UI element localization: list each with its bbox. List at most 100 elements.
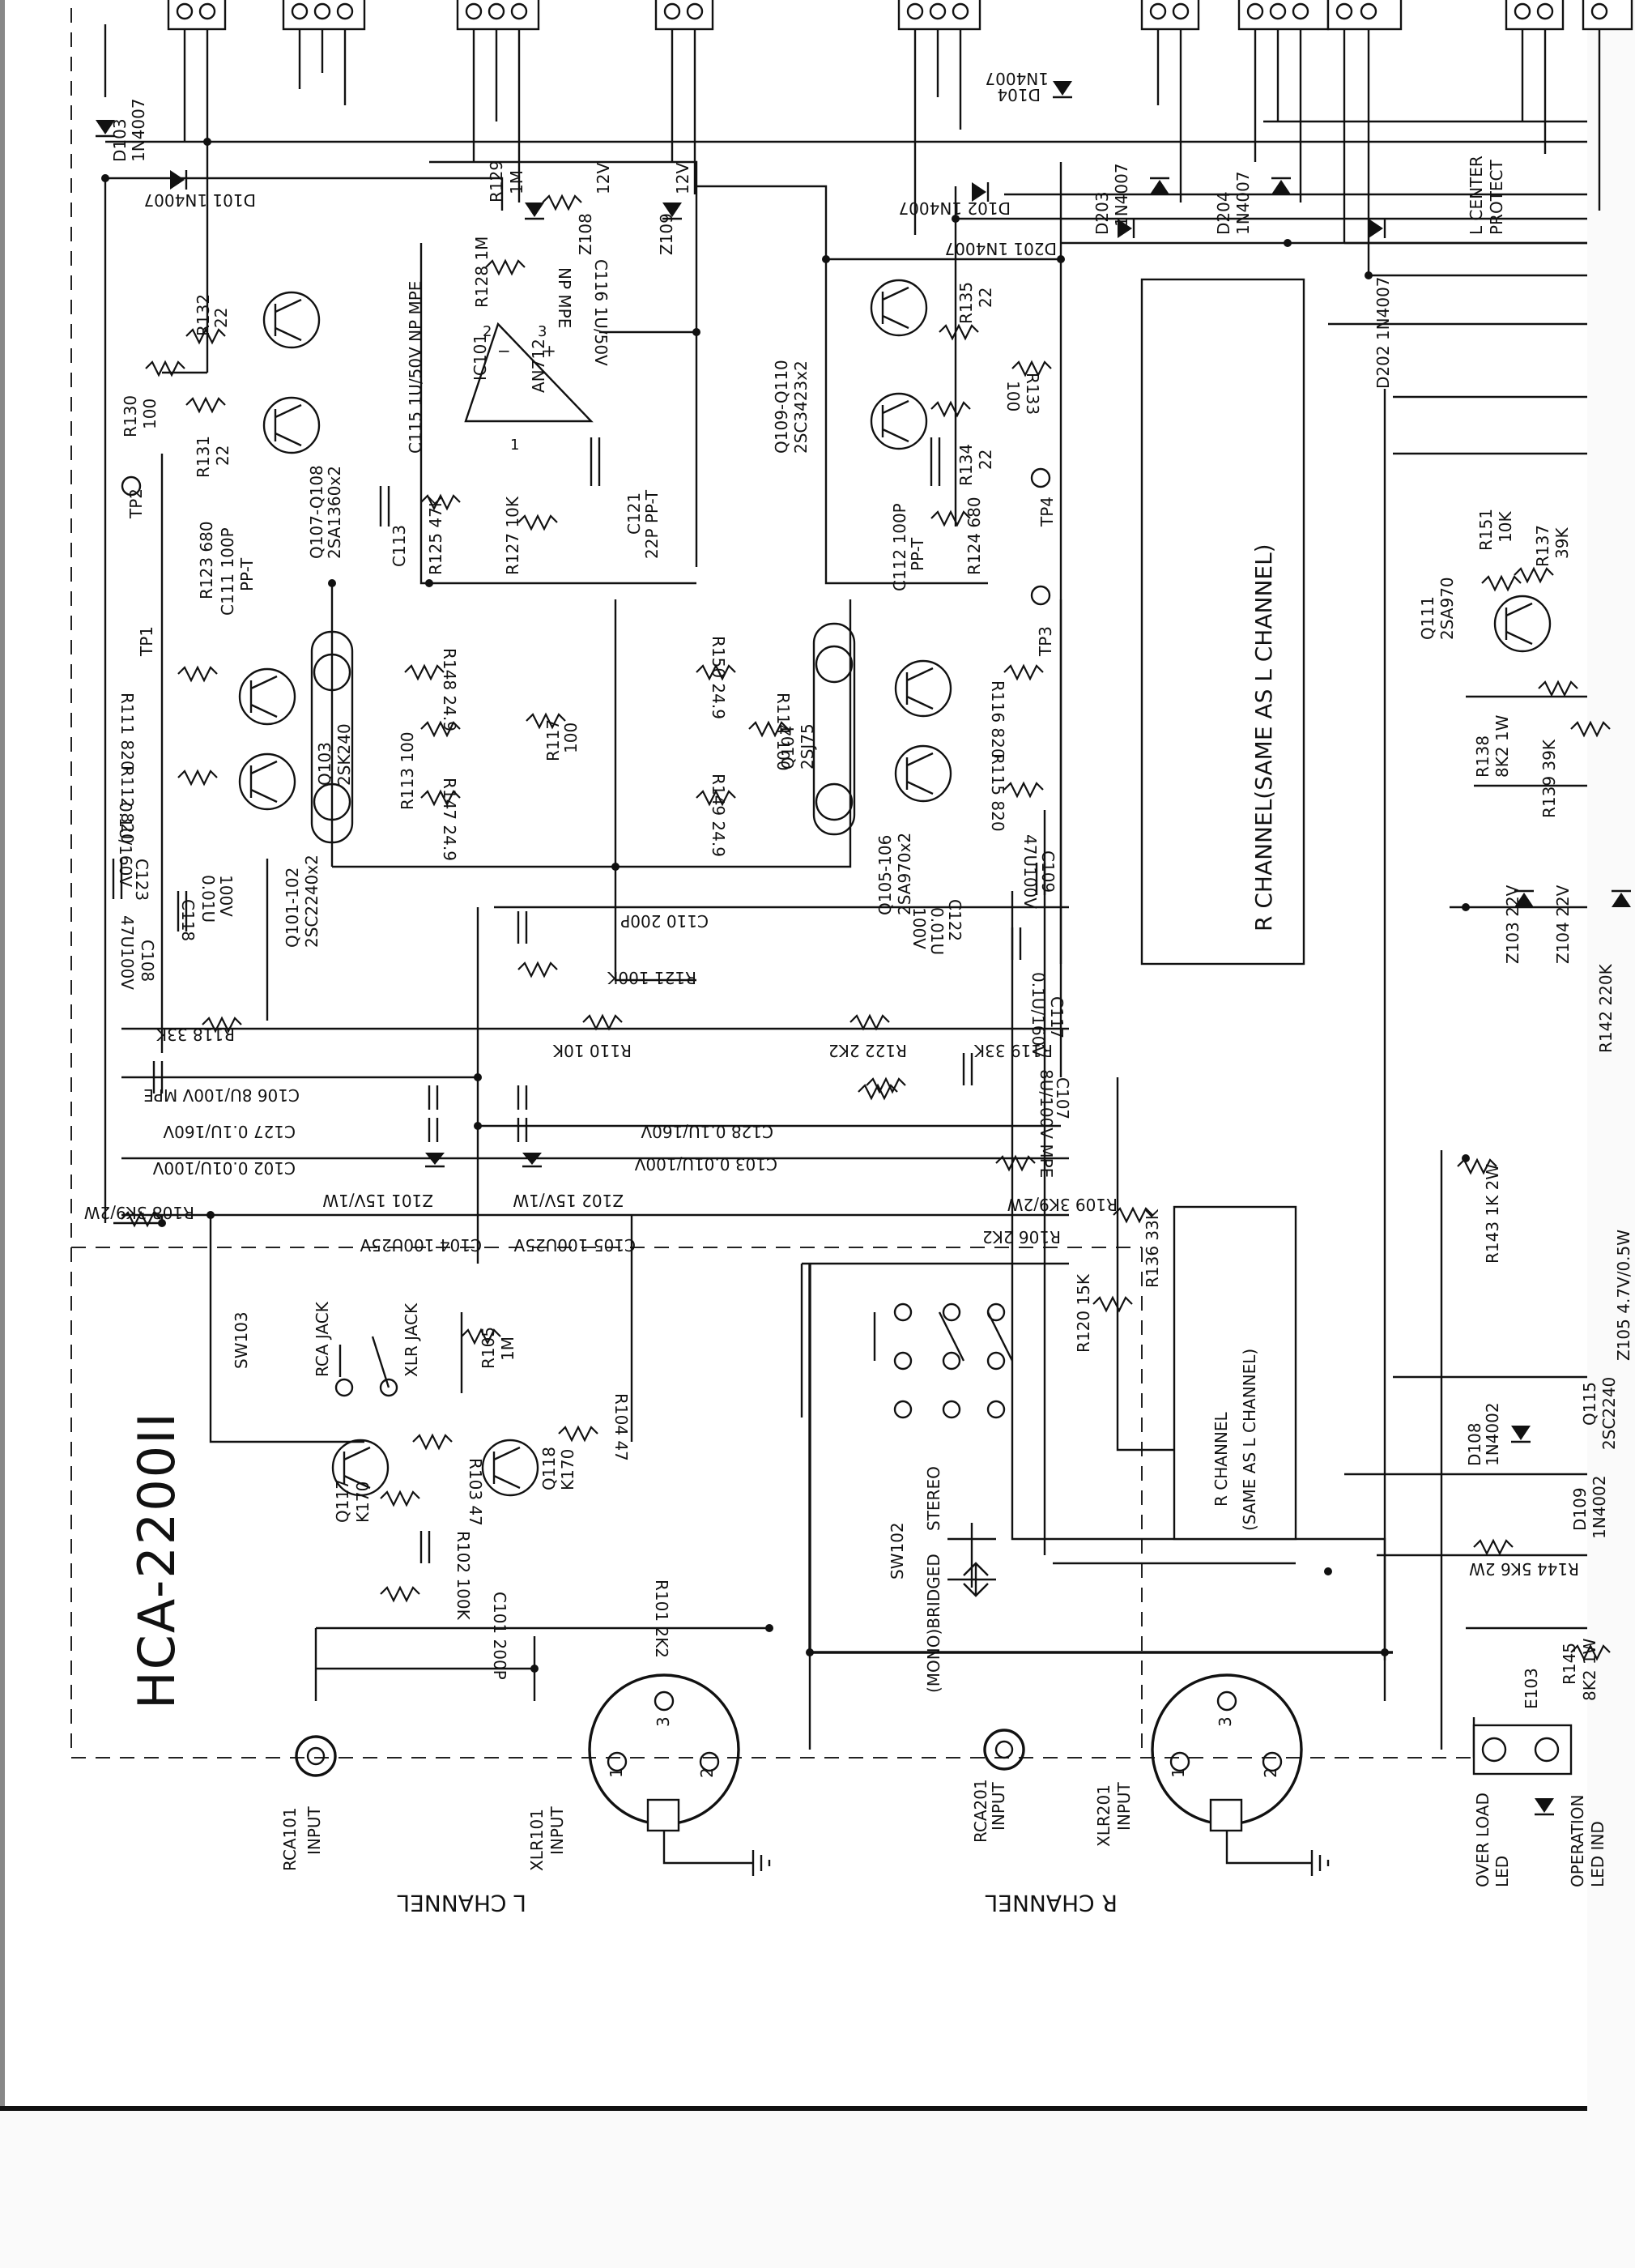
r112-label: R112 820 (117, 765, 137, 844)
r138-label: R138 (1473, 735, 1492, 778)
rca201-label: RCA201 (971, 1779, 990, 1843)
ic-plus: + (543, 341, 556, 360)
q103-label: Q103 (315, 742, 334, 786)
transistor-symbols (238, 279, 1552, 1497)
r151-value: 10K (1496, 511, 1515, 543)
r115-label: R115 820 (988, 753, 1007, 832)
rca101-label: RCA101 (280, 1807, 300, 1871)
opamp-symbol (464, 322, 594, 423)
z108-label: Z108 (576, 213, 595, 255)
junctions (101, 138, 1470, 1673)
r130-value: 100 (140, 399, 160, 429)
q109-q110-label: Q109-Q110 (772, 360, 791, 454)
c116-label: C116 1U/50V (591, 259, 611, 366)
q118-part: K170 (558, 1449, 577, 1490)
z108-value: 12V (594, 163, 613, 194)
l-channel-label: L CHANNEL (397, 1890, 526, 1916)
input-connectors (295, 1673, 1573, 1876)
np-mpe-label: NP MPE (555, 267, 574, 328)
c105-label: C105 100U25V (513, 1235, 636, 1255)
r148-label: R148 24.9 (440, 648, 459, 731)
q118-label: Q118 (539, 1447, 559, 1490)
r149-label: R149 24.9 (709, 774, 728, 857)
d103-label: D103 (110, 118, 130, 162)
xlr101-pin2: 2 (697, 1767, 717, 1778)
r-channel-block-lower-label-2: (SAME AS L CHANNEL) (1240, 1349, 1259, 1531)
d104-value: 1N4007 (985, 69, 1049, 88)
r133-value: 100 (1003, 381, 1023, 411)
capacitor-symbols (112, 437, 1046, 1563)
rca201-input-label: INPUT (989, 1781, 1008, 1831)
r119-label: R119 33K (973, 1041, 1053, 1060)
c107-value: 8U/100V MPE (1037, 1069, 1056, 1178)
xlr201-pin1: 1 (1169, 1767, 1188, 1778)
c111-label: C111 100P (218, 527, 237, 616)
c106-label: C106 8U/100V MPE (143, 1085, 300, 1105)
c112-sub: PP-T (908, 537, 927, 571)
test-points (121, 467, 1051, 606)
r123-label: R123 680 (197, 521, 216, 599)
r130-label: R130 (121, 395, 140, 437)
r134-value: 22 (976, 450, 995, 470)
xlr101-input-label: INPUT (547, 1805, 567, 1855)
q104-part: 2SJ75 (798, 723, 817, 770)
xlr101-label: XLR101 (527, 1809, 547, 1871)
c127-label: C127 0.1U/160V (163, 1122, 296, 1141)
rca101-input-label: INPUT (304, 1805, 324, 1855)
ic-pin2: 2 (483, 323, 492, 340)
r114-label: R114 100 (773, 693, 793, 771)
r150-label: R150 24.9 (709, 636, 728, 719)
q101-102-label: Q101-102 (283, 868, 302, 948)
z109-label: Z109 (657, 213, 676, 255)
r-channel-block-lower-label-1: R CHANNEL (1211, 1412, 1231, 1507)
r109-label: R109 3K9/2W (1007, 1195, 1118, 1214)
q103-part: 2SK240 (334, 723, 354, 786)
r124-label: R124 680 (964, 497, 984, 575)
q117-part: K170 (353, 1481, 373, 1523)
c117-value: 0.1U/160V (1028, 972, 1048, 1057)
c109-label: C109 (1038, 850, 1058, 893)
r-channel-block-upper (1140, 278, 1305, 966)
r136-label: R136 33K (1143, 1209, 1162, 1288)
c128-label: C128 0.1U/160V (641, 1122, 773, 1141)
stereo-label: STEREO (924, 1466, 943, 1531)
xlr201-label: XLR201 (1094, 1784, 1113, 1847)
ic-part-label: AN712 (529, 339, 548, 393)
r104-label: R104 47 (611, 1393, 631, 1461)
d203-label: D203 (1092, 191, 1112, 235)
d108-value: 1N4002 (1483, 1402, 1502, 1466)
q107-q108-part: 2SA1360x2 (325, 466, 344, 559)
c101-label: C101 200P (490, 1592, 509, 1680)
l-center-label-1: L CENTER (1467, 156, 1486, 235)
q105-106-part: 2SA970x2 (895, 833, 914, 915)
switch-contacts (334, 1302, 1014, 1588)
c123-value: 0.1U/160V (116, 802, 135, 887)
tp1-label: TP1 (137, 626, 156, 657)
c118-value: 0.01U (198, 875, 218, 923)
xlr101-pin1: 1 (607, 1767, 626, 1778)
c102-label: C102 0.01U/100V (152, 1158, 296, 1178)
q115-label: Q115 (1580, 1382, 1599, 1426)
d104-label: D104 (997, 85, 1041, 104)
xlr201-pin3: 3 (1216, 1716, 1235, 1727)
r142-label: R142 220K (1596, 963, 1616, 1053)
xlr201-input-label: INPUT (1114, 1781, 1134, 1831)
q101-102-part: 2SC2240x2 (302, 855, 321, 948)
r-channel-block-lower (1173, 1205, 1297, 1541)
z101-label: Z101 15V/1W (322, 1191, 433, 1210)
c112-label: C112 100P (890, 503, 909, 591)
r125-label: R125 47K (426, 496, 445, 575)
r120-label: R120 15K (1074, 1273, 1093, 1353)
module-border-lower (71, 1247, 1143, 1750)
q107-q108-label: Q107-Q108 (307, 465, 326, 559)
r108-label: R108 3K9/2W (84, 1203, 194, 1222)
q117-label: Q117 (333, 1479, 352, 1523)
sw103-label: SW103 (232, 1311, 251, 1369)
ic-pin3: 3 (538, 323, 547, 340)
r111-label: R111 820 (117, 693, 137, 771)
r145-label: R145 (1560, 1643, 1579, 1685)
z103-label: Z103 22V (1503, 885, 1522, 964)
c110-label: C110 200P (620, 911, 709, 931)
r117-label: R117 (543, 719, 563, 761)
